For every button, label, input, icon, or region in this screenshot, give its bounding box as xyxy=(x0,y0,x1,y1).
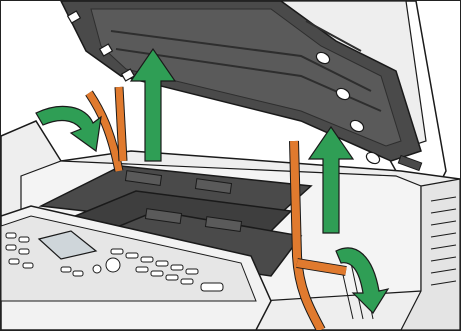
printer-illustration xyxy=(0,0,461,331)
printer-illustration-drawing xyxy=(1,1,460,330)
